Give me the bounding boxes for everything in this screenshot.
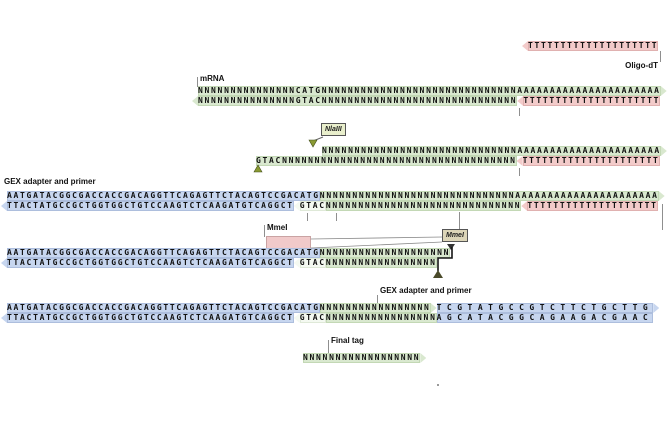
junction-tick bbox=[519, 168, 520, 176]
sequence-segment: AGCATACGGCAGAAGACGAAC bbox=[436, 313, 654, 323]
oligo-dt-leader-line bbox=[660, 51, 661, 62]
sequence-segment: GTAC bbox=[299, 258, 326, 268]
right-arrow-icon bbox=[420, 353, 427, 363]
left-arrow-icon bbox=[293, 313, 300, 323]
left-arrow-icon bbox=[1, 313, 7, 323]
mrna-top-strand: NNNNNNNNNNNNNNNCATGNNNNNNNNNNNNNNNNNNNNN… bbox=[198, 86, 667, 96]
left-arrow-icon bbox=[293, 258, 300, 268]
sequence-segment: GTAC bbox=[299, 313, 326, 323]
mmei-enzyme-box: MmeI bbox=[442, 229, 468, 242]
sequence-segment: NNNNNNNNNNNNNNNNN bbox=[325, 313, 437, 323]
stray-mark bbox=[437, 384, 439, 386]
site-boundary-tick bbox=[336, 213, 337, 221]
sequence-segment: GTAC bbox=[299, 201, 326, 211]
cut-position-leader-line bbox=[459, 212, 460, 230]
mrna-leader-line bbox=[197, 77, 198, 87]
sequence-segment: NNNNNNNNNNNNNNNNN bbox=[319, 303, 431, 313]
mmei-site-label: MmeI bbox=[267, 223, 288, 232]
sequence-segment: NNNNNNNNNNNNNNNNNNNNNNNNNNNNNNAAAAAAAAAA… bbox=[319, 191, 659, 201]
right-arrow-icon bbox=[430, 303, 437, 313]
sequence-segment: TTACTATGCCGCTGGTGGCTGTCCAAGTCTCAAGATGTCA… bbox=[7, 258, 294, 268]
sequence-segment: GTACNNNNNNNNNNNNNNNNNNNNNNNNNNNNNNNNNNNN bbox=[256, 156, 517, 166]
sequence-segment: NNNNNNNNNNNNNNNNNN bbox=[303, 353, 421, 363]
mmei-cut-bottom-strand: TTACTATGCCGCTGGTGGCTGTCCAAGTCTCAAGATGTCA… bbox=[1, 258, 437, 268]
oligo-dt-label: Oligo-dT bbox=[625, 61, 658, 70]
nlaiii-stem-line bbox=[312, 136, 324, 142]
sequence-segment: TTTTTTTTTTTTTTTTTTTT bbox=[528, 41, 659, 51]
gex-adapter-2-label: GEX adapter and primer bbox=[380, 286, 472, 295]
site-boundary-tick bbox=[307, 213, 308, 221]
left-arrow-icon bbox=[522, 41, 528, 51]
adapter1-ligated-top-strand: AATGATACGGCGACCACCGACAGGTTCAGAGTTCTACAGT… bbox=[7, 191, 665, 201]
sequence-segment: TTTTTTTTTTTTTTTTTTTTT bbox=[522, 156, 660, 166]
sequence-segment: AATGATACGGCGACCACCGACAGGTTCAGAGTTCTACAGT… bbox=[7, 248, 320, 258]
nlaiii-bottom-cut-marker-icon bbox=[253, 164, 263, 173]
left-arrow-icon bbox=[521, 201, 528, 211]
sequence-segment: TTTTTTTTTTTTTTTTTTTTT bbox=[523, 96, 661, 106]
left-arrow-icon bbox=[192, 96, 198, 106]
oligo-dt-strand: TTTTTTTTTTTTTTTTTTTT bbox=[522, 41, 659, 51]
mrna-bottom-strand: NNNNNNNNNNNNNNNGTACNNNNNNNNNNNNNNNNNNNNN… bbox=[192, 96, 661, 106]
mrna-label: mRNA bbox=[200, 74, 225, 83]
adapter1-ligated-bottom-strand: TTACTATGCCGCTGGTGGCTGTCCAAGTCTCAAGATGTCA… bbox=[1, 201, 658, 211]
sequence-segment: AATGATACGGCGACCACCGACAGGTTCAGAGTTCTACAGT… bbox=[7, 303, 320, 313]
sequence-segment: NNNNNNNNNNNNNNNGTACNNNNNNNNNNNNNNNNNNNNN… bbox=[198, 96, 518, 106]
sequence-segment: NNNNNNNNNNNNNNNNNNNNNNNNNNNNNN bbox=[325, 201, 522, 211]
sequence-segment: NNNNNNNNNNNNNNNNN bbox=[325, 258, 437, 268]
mmei-bottom-cut-marker-icon bbox=[433, 270, 443, 278]
sequence-segment: TTACTATGCCGCTGGTGGCTGTCCAAGTCTCAAGATGTCA… bbox=[7, 313, 294, 323]
final-tag-label: Final tag bbox=[331, 336, 364, 345]
mmei-label-leader-line bbox=[264, 225, 265, 237]
left-arrow-icon bbox=[293, 201, 300, 211]
adapter2-ligated-top-strand: AATGATACGGCGACCACCGACAGGTTCAGAGTTCTACAGT… bbox=[7, 303, 660, 313]
final-tag-strand: NNNNNNNNNNNNNNNNNN bbox=[303, 353, 427, 363]
sequence-segment: TTACTATGCCGCTGGTGGCTGTCCAAGTCTCAAGATGTCA… bbox=[7, 201, 294, 211]
left-arrow-icon bbox=[1, 258, 7, 268]
sequence-segment: NNNNNNNNNNNNNNNNNNNN bbox=[319, 248, 451, 258]
nlaiii-cut-arrow-icon bbox=[308, 139, 318, 148]
junction-tick bbox=[519, 108, 520, 116]
left-arrow-icon bbox=[1, 201, 7, 211]
left-arrow-icon bbox=[517, 96, 524, 106]
mmei-callout-line bbox=[310, 236, 443, 240]
mmei-cut-top-strand: AATGATACGGCGACCACCGACAGGTTCAGAGTTCTACAGT… bbox=[7, 248, 451, 258]
sequence-segment: TCGTATGCCGTCTTCTGCTTG bbox=[436, 303, 654, 313]
nlaiii-cut-top-strand: NNNNNNNNNNNNNNNNNNNNNNNNNNNNNNAAAAAAAAAA… bbox=[322, 146, 667, 156]
gex-adapter-2-leader-line bbox=[377, 295, 378, 304]
sequence-segment: TTTTTTTTTTTTTTTTTTTT bbox=[527, 201, 658, 211]
nlaiii-enzyme-box: NlaIII bbox=[321, 123, 346, 136]
sequence-segment: AATGATACGGCGACCACCGACAGGTTCAGAGTTCTACAGT… bbox=[7, 191, 320, 201]
right-arrow-icon bbox=[660, 86, 667, 96]
sequence-segment: NNNNNNNNNNNNNNNCATGNNNNNNNNNNNNNNNNNNNNN… bbox=[198, 86, 661, 96]
nlaiii-cut-bottom-strand: GTACNNNNNNNNNNNNNNNNNNNNNNNNNNNNNNNNNNNN… bbox=[256, 156, 660, 166]
right-arrow-icon bbox=[658, 191, 665, 201]
right-arrow-icon bbox=[660, 146, 667, 156]
adapter2-ligated-bottom-strand: TTACTATGCCGCTGGTGGCTGTCCAAGTCTCAAGATGTCA… bbox=[1, 313, 654, 323]
sequence-segment: NNNNNNNNNNNNNNNNNNNNNNNNNNNNNNAAAAAAAAAA… bbox=[322, 146, 661, 156]
final-tag-leader-line bbox=[328, 340, 329, 353]
gex-adapter-1-label: GEX adapter and primer bbox=[4, 177, 96, 186]
right-arrow-icon bbox=[653, 303, 660, 313]
right-end-leader-line bbox=[662, 204, 663, 230]
left-arrow-icon bbox=[516, 156, 523, 166]
